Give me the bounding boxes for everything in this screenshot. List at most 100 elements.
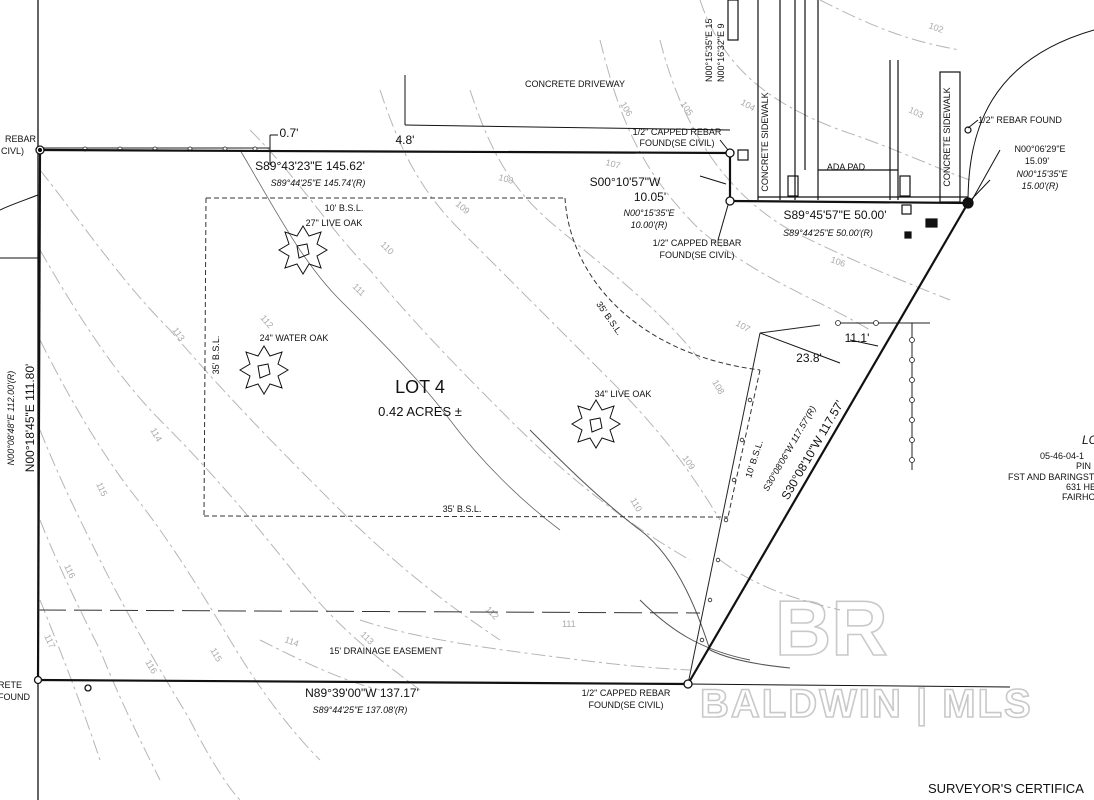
driveway-edge xyxy=(404,124,731,131)
fence-post xyxy=(909,377,915,383)
tree-canopy xyxy=(571,399,621,449)
north-line-bearing: S89°43'23"E 145.62' xyxy=(255,159,365,173)
west-line-record: N00°08'48"E 112.00'(R) xyxy=(6,371,16,466)
concrete-sidewalk-slab xyxy=(939,71,961,203)
crete-found-label-b: FOUND xyxy=(0,692,30,702)
east-offset-record-distance: 10.00'(R) xyxy=(631,220,668,230)
top-vertical-bearing-a: N00°15'35"E 15 xyxy=(704,18,714,82)
south-line-bearing: N89°39'00"W 137.17' xyxy=(305,686,419,700)
utility-box xyxy=(904,231,912,239)
contour-label: 115 xyxy=(94,481,109,498)
contour-label: 107 xyxy=(604,157,621,171)
fence-post xyxy=(723,517,729,523)
contour-label: 111 xyxy=(351,281,368,298)
setback-label-curve: 35' B.S.L. xyxy=(594,300,624,337)
corner-monument xyxy=(725,196,735,206)
contour-label: 106 xyxy=(829,254,847,269)
lot-name: LOT 4 xyxy=(395,377,445,397)
corner-monument xyxy=(33,675,43,685)
distance-label-111: 11.1' xyxy=(845,331,870,345)
contour-label: 108 xyxy=(497,172,514,186)
distance-label-07: 0.7' xyxy=(280,126,299,140)
tree-symbols xyxy=(239,225,621,449)
corner-monument-center xyxy=(37,147,43,153)
capped-rebar-label-2b: FOUND(SE CIVIL) xyxy=(659,250,734,260)
contour-label: 115 xyxy=(208,646,224,663)
contour-line xyxy=(699,0,971,181)
topo-line xyxy=(639,599,751,661)
fence-post xyxy=(835,320,841,326)
fence-post xyxy=(909,457,915,463)
east-offset-record: N00°15'35"E xyxy=(623,208,675,218)
property-corners xyxy=(33,145,974,692)
corner-monument xyxy=(84,684,92,692)
contour-line xyxy=(249,129,691,561)
topo-line xyxy=(529,429,791,669)
fence-post xyxy=(707,597,713,603)
lot-area: 0.42 ACRES ± xyxy=(378,404,462,419)
contour-label: 105 xyxy=(678,99,695,117)
setback-line-left xyxy=(203,197,207,517)
fence-post xyxy=(909,417,915,423)
fence-post xyxy=(873,320,879,326)
fence-post xyxy=(731,477,737,483)
topo-line xyxy=(239,149,561,531)
tree-water-oak-24 xyxy=(239,345,289,395)
corner-monument xyxy=(962,197,974,209)
ada-pad-label: ADA PAD xyxy=(827,162,866,172)
contour-label: 114 xyxy=(283,634,300,648)
fence-line xyxy=(759,324,821,334)
watermark-baldwin-mls: BALDWIN | MLS xyxy=(700,682,1033,726)
east-offset-bearing: S00°10'57"W xyxy=(590,175,661,189)
contour-line xyxy=(379,89,721,521)
south-adjacent-line xyxy=(687,683,1011,688)
capped-rebar-label-3b: FOUND(SE CIVIL) xyxy=(588,700,663,710)
contour-line xyxy=(659,39,951,301)
fence-post xyxy=(909,337,915,343)
tree-canopy xyxy=(239,345,289,395)
ne-line-record: S89°44'25"E 50.00'(R) xyxy=(783,228,873,238)
corner-monument xyxy=(683,679,693,689)
side-block-line-2: PIN xyxy=(1076,461,1091,471)
fence-post xyxy=(747,397,753,403)
contour-label: 116 xyxy=(143,658,159,675)
fence-post xyxy=(909,437,915,443)
capped-rebar-label-1b: FOUND(SE CIVIL) xyxy=(639,138,714,148)
fence-post xyxy=(715,557,721,563)
tree-live-oak-34 xyxy=(571,399,621,449)
contour-line xyxy=(39,169,501,641)
tree-trunk xyxy=(589,417,603,433)
contour-lines xyxy=(39,0,971,800)
contour-label: 108 xyxy=(710,378,726,396)
contour-line xyxy=(39,519,161,781)
tree-label-live-oak-34: 34" LIVE OAK xyxy=(595,389,652,399)
sidewalk-structures xyxy=(727,0,972,239)
contour-label: 110 xyxy=(628,496,644,513)
contour-label: 113 xyxy=(170,325,186,342)
drainage-easement-line xyxy=(37,609,701,614)
tree-trunk xyxy=(296,243,310,259)
far-east-record-distance: 15.00'(R) xyxy=(1022,181,1059,191)
capped-rebar-label-2a: 1/2" CAPPED REBAR xyxy=(653,238,742,248)
diagonal-boundary xyxy=(687,202,969,685)
rebar-left-label-b: CIVL) xyxy=(1,146,24,156)
contour-labels: 102 103 104 105 106 106 107 107 108 108 … xyxy=(42,20,945,675)
ada-marker xyxy=(787,175,799,197)
contour-line xyxy=(719,559,841,611)
contour-line xyxy=(39,249,421,691)
contour-line xyxy=(469,89,701,361)
setback-line-diagonal xyxy=(727,369,761,518)
setback-label-top: 10' B.S.L. xyxy=(325,203,364,213)
rebar-found-label: 1/2" REBAR FOUND xyxy=(978,115,1062,125)
distance-label-48: 4.8' xyxy=(396,133,415,147)
contour-label: 109 xyxy=(680,453,697,471)
fence-post xyxy=(739,437,745,443)
contour-line xyxy=(599,39,871,331)
ada-marker xyxy=(899,175,911,197)
far-east-record: N00°15'35"E xyxy=(1016,169,1068,179)
capped-rebar-label-1a: 1/2" CAPPED REBAR xyxy=(633,127,722,137)
contour-label: 112 xyxy=(484,604,501,621)
contour-label: 107 xyxy=(734,318,752,334)
tree-label-water-oak-24: 24" WATER OAK xyxy=(260,333,329,343)
utility-box xyxy=(737,149,749,161)
